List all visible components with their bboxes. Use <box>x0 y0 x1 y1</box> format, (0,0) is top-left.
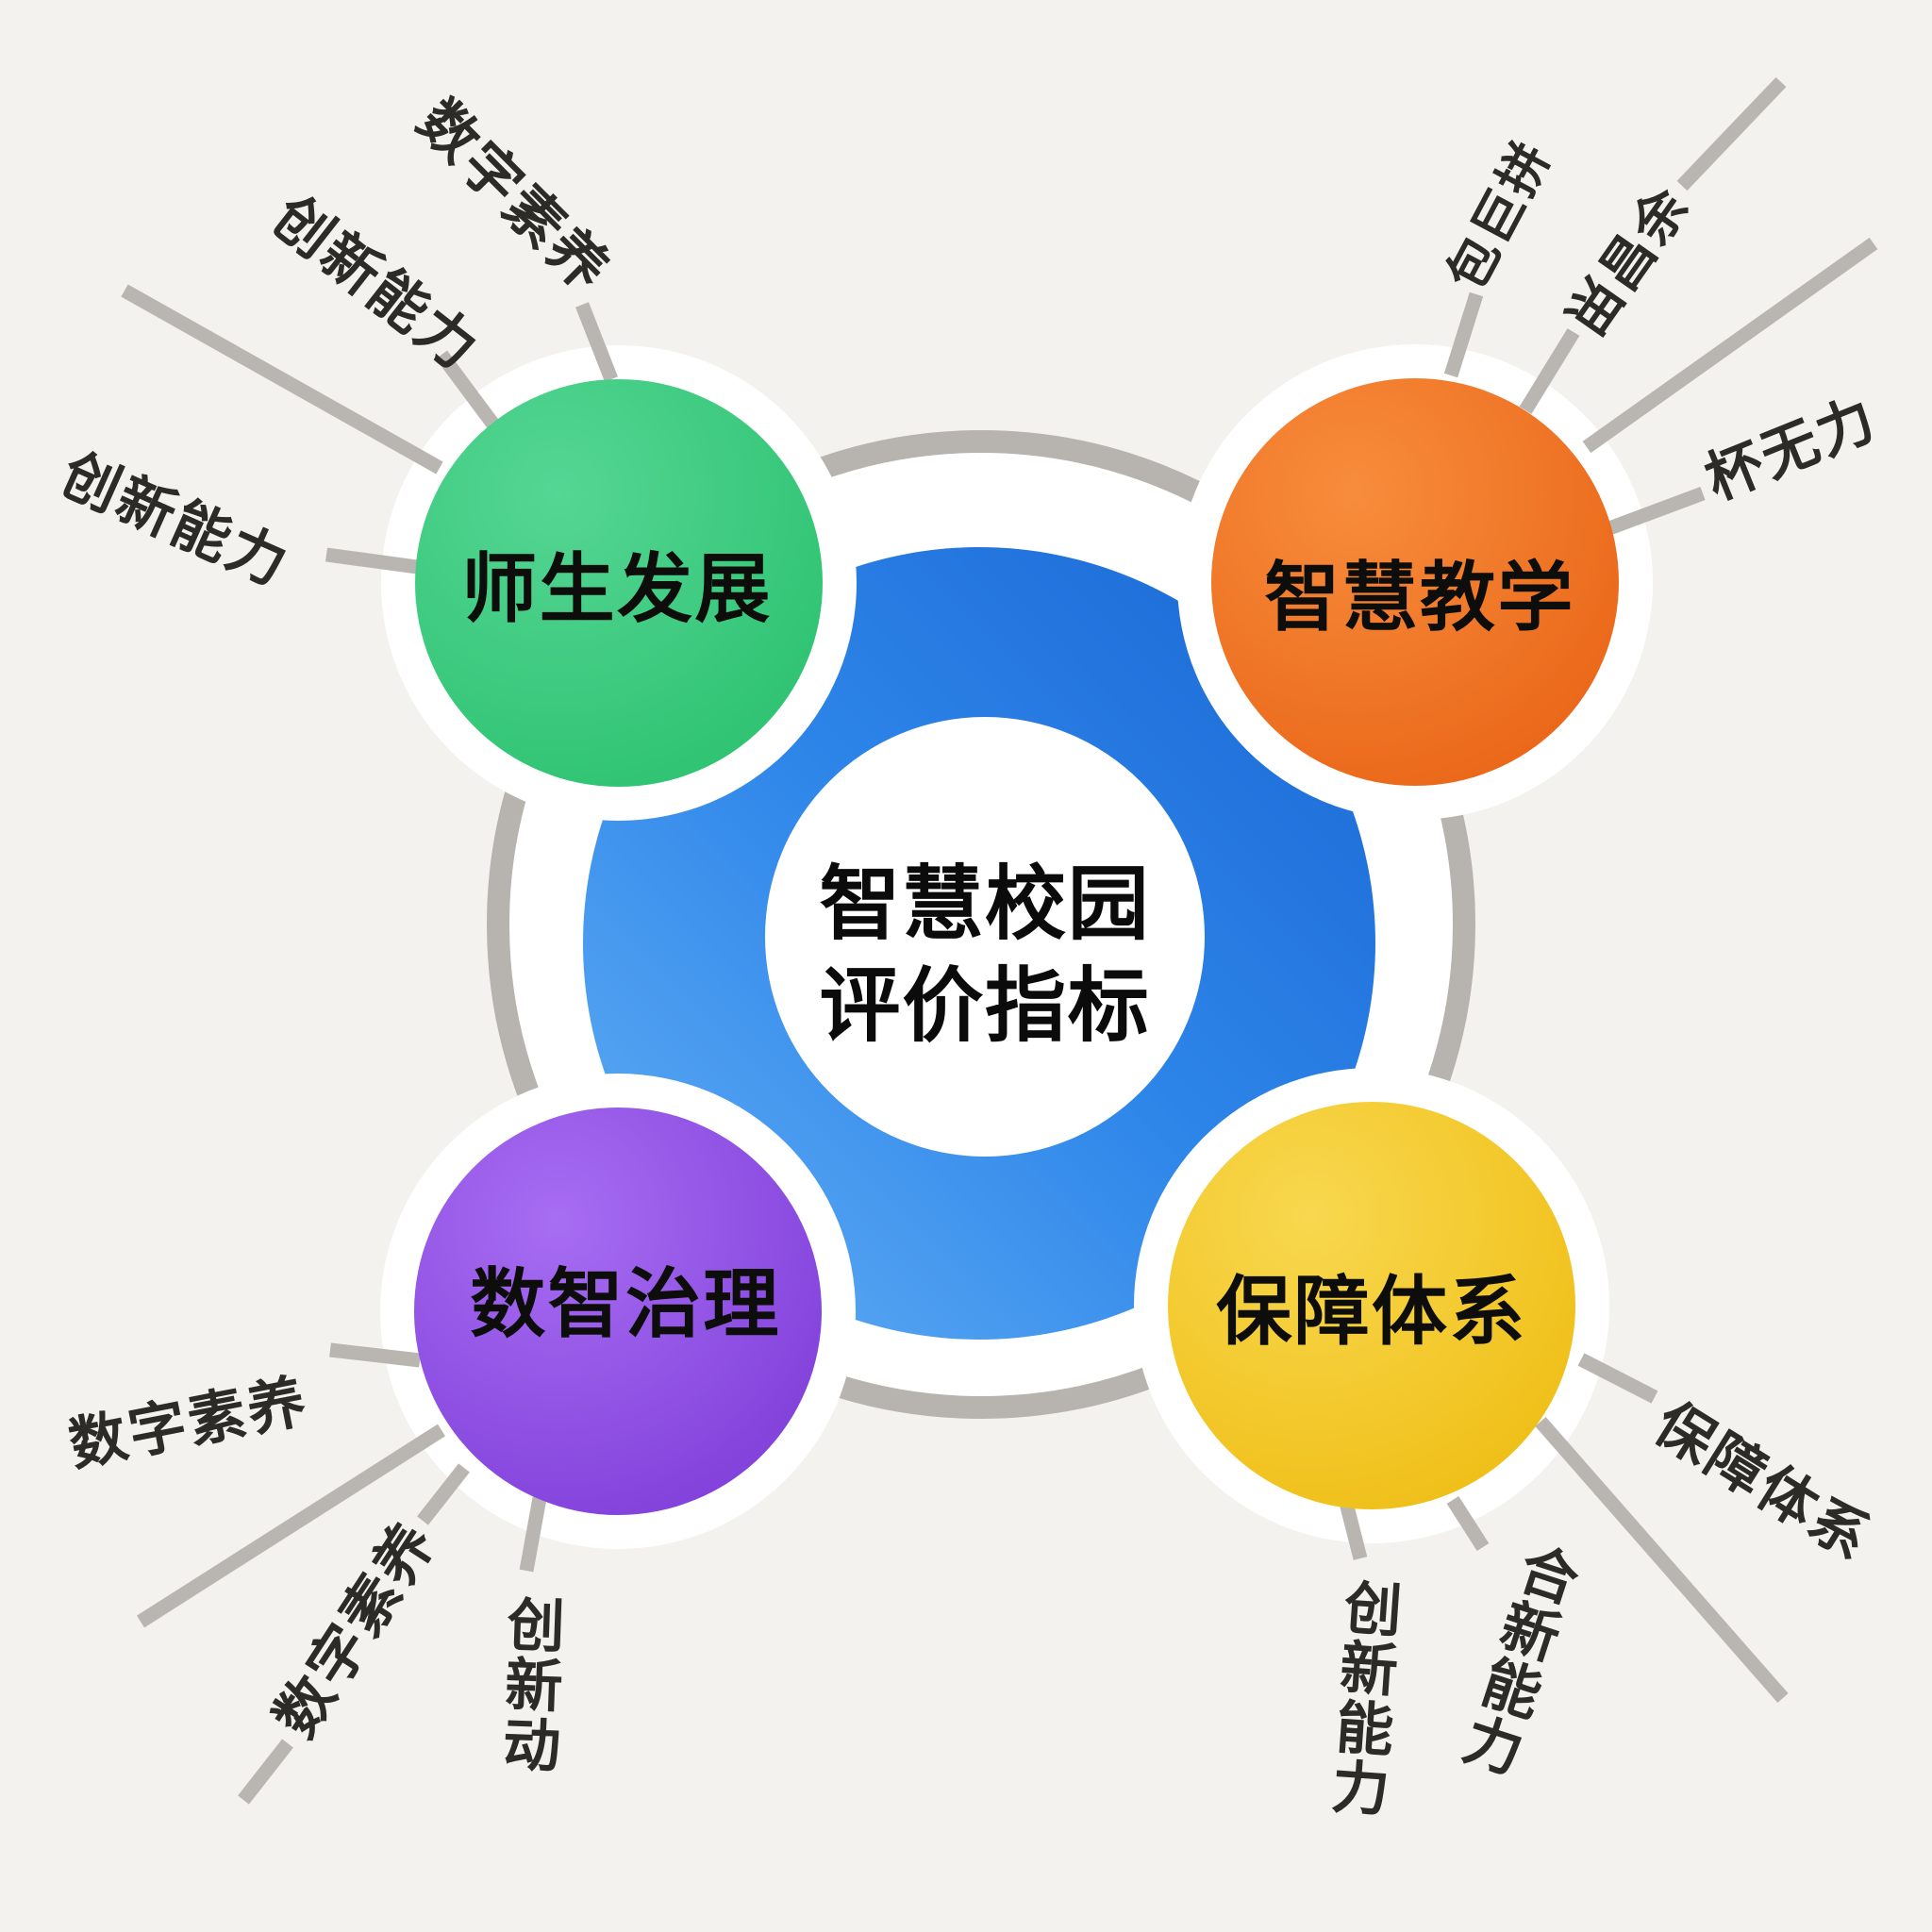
node-title-teacher-development: 师生发展 <box>461 547 773 631</box>
node-title-smart-teaching: 智慧教学 <box>1264 556 1575 640</box>
spoke-label-support-innovation-2: 创新能力 <box>1321 1576 1403 1820</box>
spoke-support-long <box>1535 1417 1789 1703</box>
spoke-teaching-right <box>1607 486 1706 536</box>
node-circle-teacher-development <box>415 379 823 787</box>
spoke-teacher-long <box>121 284 443 475</box>
spoke-teaching-long <box>1582 237 1878 454</box>
spoke-teacher-left <box>325 547 419 575</box>
spoke-governance-down <box>519 1496 547 1573</box>
spoke-label-governance-innovation: 创新动 <box>493 1593 564 1776</box>
hub-title: 智慧校园 评价指标 <box>820 854 1151 1058</box>
hub-inner-circle <box>765 717 1205 1157</box>
spoke-teacher-upper-left <box>435 350 500 429</box>
spoke-teaching-left-top <box>1443 291 1484 378</box>
node-title-digital-governance: 数智治理 <box>470 1262 781 1346</box>
spoke-support-right <box>1577 1353 1658 1404</box>
spoke-teacher-top <box>575 302 618 382</box>
spoke-governance-diagonal <box>417 1463 470 1525</box>
hub-title-line1: 智慧校园 <box>819 858 1151 950</box>
spoke-governance-left <box>329 1342 421 1368</box>
node-circle-smart-teaching <box>1211 378 1619 786</box>
spokes <box>121 76 1878 1805</box>
node-circle-support-system <box>1168 1102 1575 1509</box>
spoke-teaching-top <box>1519 328 1580 414</box>
spoke-support-down <box>1339 1501 1368 1560</box>
dash-governance-diagonal <box>238 1739 293 1805</box>
spoke-support-down-mid <box>1446 1495 1490 1552</box>
node-circle-digital-governance <box>414 1108 822 1515</box>
node-title-support-system: 保障体系 <box>1216 1270 1527 1354</box>
hub-title-line2: 评价指标 <box>819 961 1151 1052</box>
dash-teaching-top <box>1676 76 1787 192</box>
spoke-governance-long <box>136 1424 446 1628</box>
